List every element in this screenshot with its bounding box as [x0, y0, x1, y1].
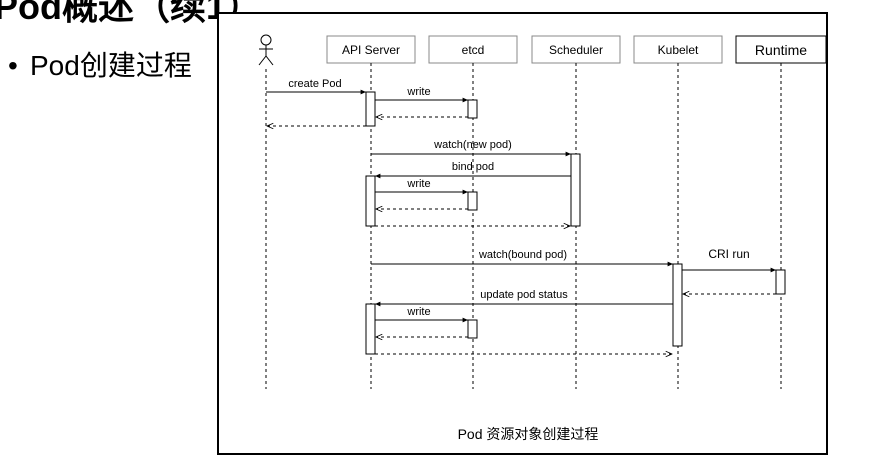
participant-label: etcd [462, 43, 485, 57]
message-label: create Pod [288, 78, 341, 90]
activation-api-server [365, 303, 376, 355]
message-label: CRI run [708, 247, 749, 261]
message-label: watch(new pod) [433, 139, 512, 151]
activation-kubelet [672, 263, 683, 347]
activation-api-server [365, 175, 376, 227]
participant-kubelet: Kubelet [633, 35, 723, 64]
participant-scheduler: Scheduler [531, 35, 621, 64]
activation-etcd [467, 191, 478, 211]
message-label: update pod status [480, 289, 568, 301]
sequence-diagram-frame: API Server etcd Scheduler Kubelet Runtim… [217, 12, 828, 455]
sequence-diagram: API Server etcd Scheduler Kubelet Runtim… [258, 34, 826, 442]
participant-label: Runtime [755, 42, 807, 58]
bullet-item: • Pod创建过程 [8, 44, 192, 84]
activation-scheduler [570, 153, 581, 227]
activation-api-server [365, 91, 376, 127]
message-label: write [406, 306, 430, 318]
activation-runtime [775, 269, 786, 295]
participant-label: Scheduler [549, 43, 603, 57]
participant-api-server: API Server [326, 35, 416, 64]
message-label: write [406, 178, 430, 190]
participant-label: API Server [342, 43, 400, 57]
participant-label: Kubelet [658, 43, 699, 57]
activation-etcd [467, 319, 478, 339]
bullet-text: Pod创建过程 [30, 50, 192, 81]
message-label: watch(bound pod) [478, 249, 567, 261]
bullet-dot: • [8, 50, 18, 81]
user-actor-icon [258, 34, 274, 66]
participant-etcd: etcd [428, 35, 518, 64]
participant-runtime: Runtime [735, 35, 826, 64]
message-label: write [406, 86, 430, 98]
activation-etcd [467, 99, 478, 119]
message-label: bind pod [452, 161, 494, 173]
diagram-caption: Pod 资源对象创建过程 [458, 426, 599, 442]
